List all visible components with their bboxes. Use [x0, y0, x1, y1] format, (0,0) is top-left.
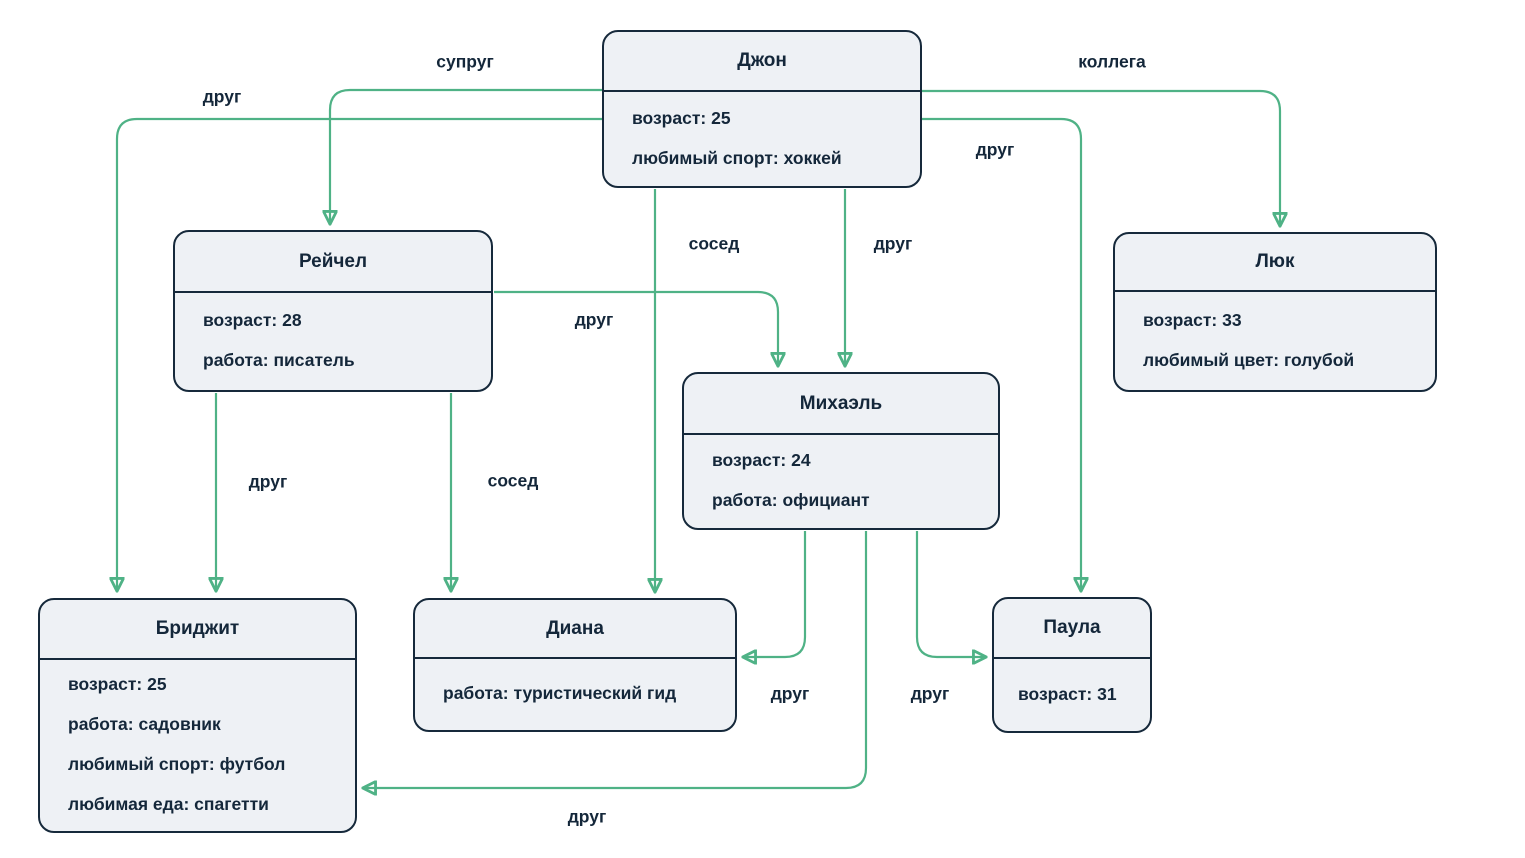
node-title: Рейчел [175, 232, 491, 293]
node-title: Бриджит [40, 600, 355, 660]
node-attribute: любимая еда: спагетти [68, 794, 269, 814]
edge-label-john-luke: коллега [1078, 51, 1146, 72]
node-title: Паула [994, 599, 1150, 659]
edge-label-michael-paula: друг [910, 683, 950, 704]
edge-john-bridget [117, 117, 602, 590]
edge-label-john-paula: друг [975, 139, 1015, 160]
node-attribute: возраст: 25 [68, 674, 167, 694]
edge-label-john-bridget: друг [202, 86, 242, 107]
node-attributes: возраст: 24 работа: официант [684, 435, 998, 528]
edge-label-michael-diana: друг [770, 683, 810, 704]
edge-label-rachel-michael: друг [574, 309, 614, 330]
edge-john-paula [922, 117, 1081, 590]
node-attributes: работа: туристический гид [415, 659, 735, 730]
node-attribute: работа: официант [712, 490, 870, 510]
node-attribute: работа: писатель [203, 350, 355, 370]
node-attributes: возраст: 33 любимый цвет: голубой [1115, 292, 1435, 390]
node-attribute: возраст: 25 [632, 107, 731, 128]
node-luke: Люк возраст: 33 любимый цвет: голубой [1113, 232, 1437, 392]
edge-michael-paula [915, 531, 985, 657]
node-title: Джон [604, 32, 920, 92]
edge-label-john-michael: друг [873, 233, 913, 254]
edge-rachel-michael [494, 290, 778, 365]
edge-label-john-rachel: супруг [436, 51, 494, 72]
node-bridget: Бриджит возраст: 25 работа: садовник люб… [38, 598, 357, 833]
node-rachel: Рейчел возраст: 28 работа: писатель [173, 230, 493, 392]
node-title: Диана [415, 600, 735, 659]
node-attribute: работа: туристический гид [443, 683, 677, 703]
edge-john-rachel [330, 88, 602, 223]
node-attribute: возраст: 33 [1143, 309, 1242, 330]
edge-michael-bridget [364, 531, 868, 788]
node-attribute: возраст: 31 [1018, 683, 1117, 704]
node-attribute: возраст: 28 [203, 310, 302, 330]
edge-john-luke [922, 89, 1280, 225]
node-attributes: возраст: 31 [994, 659, 1150, 731]
node-paula: Паула возраст: 31 [992, 597, 1152, 733]
node-attribute: любимый цвет: голубой [1143, 349, 1355, 370]
edge-michael-diana [744, 531, 807, 657]
node-john: Джон возраст: 25 любимый спорт: хоккей [602, 30, 922, 188]
edge-label-rachel-diana: сосед [487, 470, 539, 491]
node-attributes: возраст: 25 любимый спорт: хоккей [604, 92, 920, 186]
node-michael: Михаэль возраст: 24 работа: официант [682, 372, 1000, 530]
node-attribute: любимый спорт: хоккей [632, 147, 842, 168]
node-attribute: возраст: 24 [712, 450, 811, 470]
edge-label-rachel-bridget: друг [248, 471, 288, 492]
node-title: Михаэль [684, 374, 998, 435]
edge-label-michael-bridget: друг [567, 806, 607, 827]
edge-label-john-diana: сосед [688, 233, 740, 254]
node-attributes: возраст: 25 работа: садовник любимый спо… [40, 660, 355, 831]
node-attribute: любимый спорт: футбол [68, 754, 286, 774]
node-attribute: работа: садовник [68, 714, 221, 734]
node-diana: Диана работа: туристический гид [413, 598, 737, 732]
node-attributes: возраст: 28 работа: писатель [175, 293, 491, 390]
node-title: Люк [1115, 234, 1435, 292]
